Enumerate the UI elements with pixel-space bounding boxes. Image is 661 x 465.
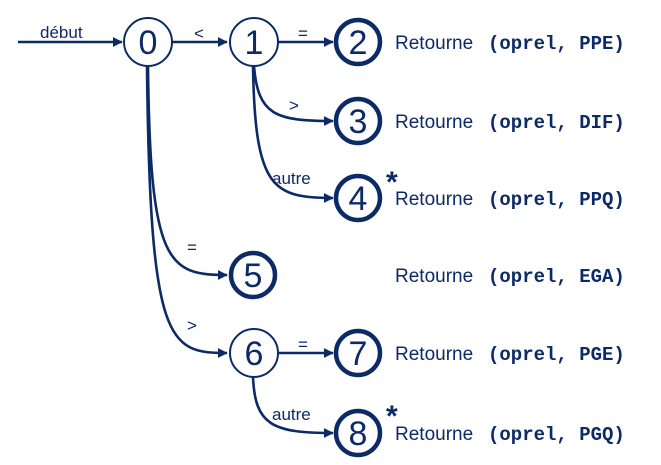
action-word: Retourne [395, 33, 473, 54]
action-word: Retourne [395, 112, 473, 133]
state-6-label: 6 [245, 335, 264, 373]
action-state-3: Retourne (oprel, DIF) [395, 112, 625, 134]
edge-label-0-1: < [194, 24, 204, 43]
action-state-4: Retourne (oprel, PPQ) [395, 189, 625, 211]
action-word: Retourne [395, 266, 473, 287]
edge-0-6 [145, 65, 228, 358]
state-7-label: 7 [349, 335, 368, 373]
edge-6-8 [251, 376, 334, 438]
state-3: 3 [333, 96, 383, 146]
edge-label-6-8: autre [272, 405, 311, 424]
action-state-5: Retourne (oprel, EGA) [395, 266, 625, 288]
state-5-label: 5 [244, 257, 263, 295]
state-0-label: 0 [139, 24, 158, 62]
edge-label-1-2: = [298, 24, 308, 43]
star-icon-state-8: * [386, 400, 398, 433]
edge-0-5 [146, 65, 228, 280]
action-code: (oprel, PGE) [488, 344, 625, 366]
action-code: (oprel, DIF) [488, 112, 625, 134]
edge-label-0-6: > [187, 316, 197, 335]
state-7: 7 [333, 328, 383, 378]
action-word: Retourne [395, 189, 473, 210]
state-1: 1 [229, 17, 279, 67]
edge-label-0-5: = [187, 238, 197, 257]
state-6: 6 [229, 328, 279, 378]
action-code: (oprel, PPQ) [488, 189, 625, 211]
state-3-label: 3 [349, 103, 368, 141]
edge-1-3 [252, 65, 334, 126]
start-label: début [40, 23, 83, 42]
state-2: 2 [333, 17, 383, 67]
edge-label-1-3: > [289, 96, 299, 115]
state-4: 4 [333, 173, 383, 223]
edge-1-4 [251, 65, 334, 203]
edge-label-6-7: = [298, 335, 308, 354]
action-code: (oprel, EGA) [488, 266, 625, 288]
action-word: Retourne [395, 344, 473, 365]
star-icon-state-4: * [386, 166, 398, 199]
action-state-8: Retourne (oprel, PGQ) [395, 424, 625, 446]
state-0: 0 [123, 17, 173, 67]
state-2-label: 2 [349, 24, 368, 62]
action-word: Retourne [395, 424, 473, 445]
state-1-label: 1 [245, 24, 264, 62]
action-state-7: Retourne (oprel, PGE) [395, 344, 625, 366]
state-8-label: 8 [349, 415, 368, 453]
action-code: (oprel, PGQ) [488, 424, 625, 446]
state-4-label: 4 [349, 180, 368, 218]
edge-label-1-4: autre [272, 169, 311, 188]
action-code: (oprel, PPE) [488, 33, 625, 55]
action-state-2: Retourne (oprel, PPE) [395, 33, 625, 55]
state-8: 8 [333, 408, 383, 458]
state-5: 5 [228, 250, 278, 300]
